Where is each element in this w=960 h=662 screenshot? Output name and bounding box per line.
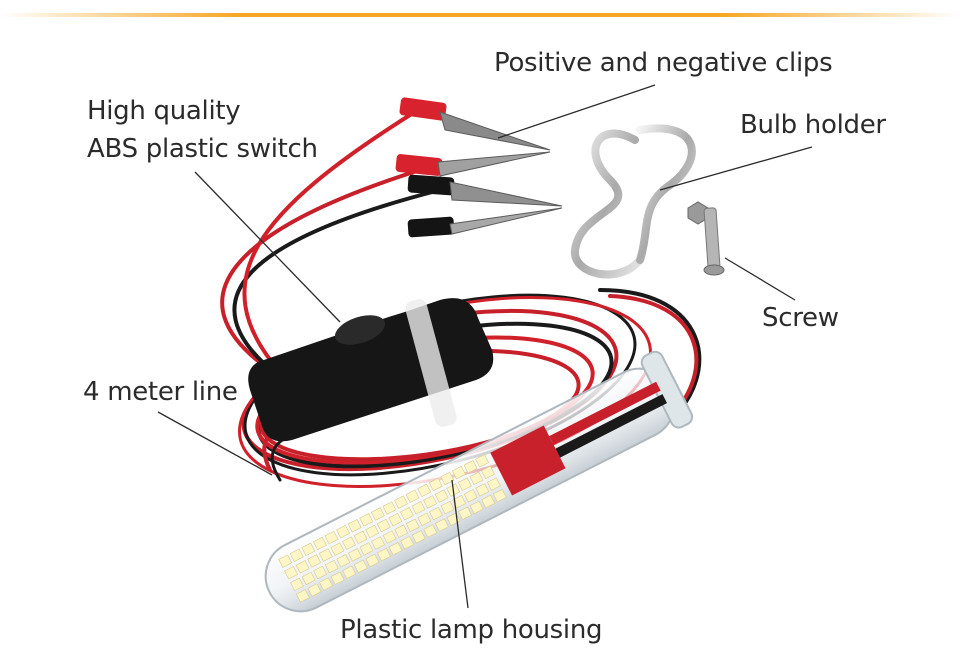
led-chip — [359, 542, 374, 556]
led-chip — [399, 507, 414, 521]
switch-housing — [248, 298, 494, 442]
led-chip — [457, 477, 472, 491]
led-chip — [434, 489, 449, 503]
led-chip — [289, 548, 304, 562]
led-chip — [313, 565, 328, 580]
label-clips: Positive and negative clips — [494, 48, 833, 78]
led-chip — [417, 483, 432, 498]
led-chip — [388, 542, 403, 556]
led-chip — [411, 501, 426, 515]
led-chip — [290, 577, 304, 592]
led-chip — [405, 489, 420, 503]
led-chip — [382, 530, 397, 544]
led-chip — [336, 524, 350, 539]
label-line: 4 meter line — [83, 377, 238, 407]
led-chip — [342, 536, 356, 550]
led-chip — [463, 460, 478, 474]
led-chip — [284, 566, 298, 580]
led-chip — [394, 495, 408, 509]
led-chip — [377, 547, 391, 562]
led-chip — [295, 589, 310, 603]
led-chip — [324, 559, 339, 574]
led-chip — [307, 554, 322, 568]
leader-clips — [497, 84, 656, 139]
led-chip — [365, 553, 380, 568]
led-chip — [469, 471, 484, 486]
led-chip — [469, 500, 484, 515]
led-chip — [463, 489, 478, 503]
led-chip — [481, 465, 495, 480]
led-chip — [388, 512, 403, 527]
bulb-holder — [570, 124, 696, 279]
led-chip — [353, 530, 368, 545]
led-chip — [318, 548, 333, 562]
leader-line — [157, 411, 273, 476]
label-switch-line1: High quality — [87, 96, 241, 126]
led-chip — [492, 488, 507, 503]
led-chip — [353, 559, 368, 574]
led-array — [278, 454, 507, 603]
led-chip — [423, 524, 438, 538]
led-chip — [301, 571, 316, 586]
led-chip — [429, 506, 443, 521]
led-chip — [411, 530, 426, 544]
led-chip — [382, 501, 397, 515]
lamp — [264, 350, 694, 613]
led-chip — [371, 536, 385, 550]
label-screw: Screw — [762, 303, 839, 333]
led-chip — [440, 471, 455, 486]
led-chip — [347, 548, 362, 562]
led-chip — [440, 500, 455, 515]
led-chip — [428, 477, 443, 492]
led-chip — [394, 524, 409, 538]
led-chip — [434, 518, 449, 532]
led-chip — [370, 507, 385, 521]
led-chip — [336, 554, 351, 568]
led-chip — [405, 518, 420, 533]
red-clip — [395, 97, 551, 177]
led-chip — [307, 583, 322, 597]
led-chip — [365, 524, 380, 539]
led-chip — [278, 554, 293, 568]
label-switch-line2: ABS plastic switch — [87, 134, 318, 164]
top-accent-line — [0, 13, 960, 17]
black-clip — [407, 174, 563, 238]
led-chip — [324, 530, 339, 545]
leader-switch — [194, 171, 341, 323]
led-chip — [376, 518, 391, 533]
led-chip — [330, 542, 345, 556]
led-chip — [486, 477, 501, 491]
led-chip — [481, 494, 496, 509]
led-chip — [347, 519, 362, 533]
led-chip — [342, 565, 357, 579]
clip-wires — [220, 113, 442, 376]
led-chip — [359, 513, 374, 527]
lamp-wire — [598, 288, 702, 417]
led-chip — [458, 506, 472, 520]
leader-lines — [157, 84, 813, 609]
leader-bulb-holder — [659, 146, 813, 191]
led-chip — [301, 542, 316, 557]
leader-screw — [724, 257, 796, 301]
led-chip — [313, 536, 327, 551]
screw — [687, 201, 725, 276]
led-chip — [452, 465, 466, 480]
led-chip — [400, 536, 415, 550]
led-chip — [417, 512, 432, 527]
led-chip — [295, 560, 310, 574]
led-chip — [423, 495, 437, 509]
led-chip — [330, 571, 345, 585]
label-housing: Plastic lamp housing — [340, 615, 603, 645]
label-bulb-holder: Bulb holder — [740, 110, 886, 140]
led-chip — [475, 454, 489, 468]
leader-housing — [451, 479, 469, 609]
led-chip — [319, 577, 333, 591]
led-chip — [475, 483, 490, 497]
